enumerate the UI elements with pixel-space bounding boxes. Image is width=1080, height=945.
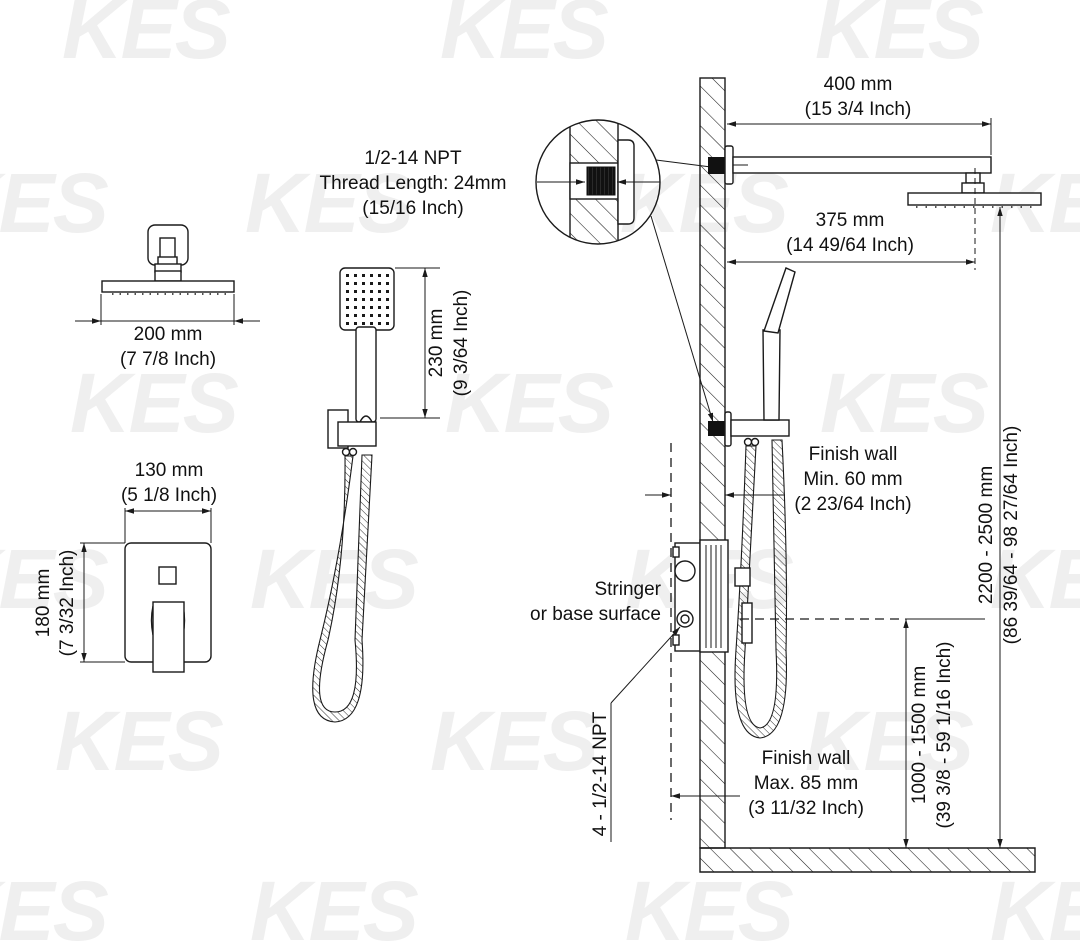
hand-shower-view: 230 mm (9 3/64 Inch) xyxy=(312,267,472,723)
watermark-logo: KES xyxy=(430,694,599,788)
thread-length-inch-label: (15/16 Inch) xyxy=(362,198,463,219)
watermark-logo: KES xyxy=(820,356,989,450)
arm-length-mm-label: 400 mm xyxy=(824,74,893,95)
wall-hand-shower-hose xyxy=(734,439,788,739)
shower-height-inch-label: (86 39/64 - 98 27/64 Inch) xyxy=(1001,426,1022,645)
watermark-logo: KES xyxy=(0,532,109,626)
shower-arm-assembly: 400 mm (15 3/4 Inch) 375 mm (14 49/64 In… xyxy=(708,74,1042,270)
watermark-logo: KES xyxy=(440,0,609,76)
hand-shower-length-inch-label: (9 3/64 Inch) xyxy=(451,290,472,397)
wall-hand-shower-assembly xyxy=(708,267,796,739)
valve-ports-label: 4 - 1/2-14 NPT xyxy=(590,711,611,836)
thread-length-label: Thread Length: 24mm xyxy=(320,173,507,194)
shower-height-mm-label: 2200 - 2500 mm xyxy=(976,466,997,604)
finish-wall-max-inch: (3 11/32 Inch) xyxy=(748,798,864,819)
valve-body-cartridge xyxy=(699,539,729,653)
installation-dimensions: Finish wall Min. 60 mm (2 23/64 Inch) St… xyxy=(530,207,1022,848)
shower-head-plate xyxy=(101,280,235,293)
valve-handle-side xyxy=(741,602,753,644)
hand-shower-holder xyxy=(337,421,377,447)
npt-thread-icon xyxy=(586,166,616,196)
valve-port-upper-icon xyxy=(674,560,696,582)
arm-wall-flange xyxy=(724,145,734,185)
watermark-logo: KES xyxy=(990,532,1080,626)
outlet-thread-connection-icon xyxy=(708,421,725,436)
finish-wall-min-inch: (2 23/64 Inch) xyxy=(794,494,911,515)
trim-width-mm-label: 130 mm xyxy=(135,460,204,481)
watermark-logo: KES xyxy=(245,156,414,250)
finish-wall-max-title: Finish wall xyxy=(762,748,851,769)
arm-thread-connection-icon xyxy=(708,157,725,174)
arm-length-inch-label: (15 3/4 Inch) xyxy=(805,99,912,120)
watermark-logo: KES xyxy=(55,694,224,788)
watermark-logo: KES xyxy=(815,0,984,76)
hand-shower-handle-side xyxy=(762,329,781,421)
hand-shower-length-mm-label: 230 mm xyxy=(426,309,447,378)
arm-center-mm-label: 375 mm xyxy=(816,210,885,231)
watermark-logo: KES xyxy=(625,864,794,945)
finish-wall-min-mm: Min. 60 mm xyxy=(803,469,902,490)
watermark-logo: KES xyxy=(0,864,109,945)
watermark-logo: KES xyxy=(250,864,419,945)
overhead-width-inch-label: (7 7/8 Inch) xyxy=(120,349,216,370)
valve-handle-lever xyxy=(152,601,185,673)
watermark-logo: KES xyxy=(990,864,1080,945)
watermark-logo: KES xyxy=(70,356,239,450)
valve-height-mm-label: 1000 - 1500 mm xyxy=(909,666,930,804)
watermark-logo: KES xyxy=(445,356,614,450)
hand-shower-head-side xyxy=(763,267,796,334)
watermark-logo: KES xyxy=(62,0,231,76)
watermark-logo: KES xyxy=(805,694,974,788)
stringer-label-line1: Stringer xyxy=(594,579,661,600)
magnified-detail-circle xyxy=(535,119,661,245)
arm-nut xyxy=(965,172,981,184)
hand-shower-handle xyxy=(355,326,377,423)
finish-wall xyxy=(699,77,726,849)
trim-width-inch-label: (5 1/8 Inch) xyxy=(121,485,217,506)
overhead-shower-front-view: 200 mm (7 7/8 Inch) xyxy=(75,224,260,370)
shower-arm xyxy=(732,156,992,174)
watermark-logo: KES xyxy=(0,156,109,250)
arm-ball-joint xyxy=(961,182,985,194)
valve-diverter-knob xyxy=(734,567,751,587)
finish-wall-max-mm: Max. 85 mm xyxy=(754,773,859,794)
overhead-width-mm-label: 200 mm xyxy=(134,324,203,345)
thread-spec-label: 1/2-14 NPT xyxy=(364,148,462,169)
stringer-label-line2: or base surface xyxy=(530,604,661,625)
trim-height-inch-label: (7 3/32 Inch) xyxy=(57,550,78,657)
hand-shower-hose xyxy=(312,454,373,723)
trim-height-mm-label: 180 mm xyxy=(33,569,54,638)
finish-wall-min-title: Finish wall xyxy=(809,444,898,465)
shower-head-connector xyxy=(159,237,176,259)
shower-head-collar xyxy=(154,270,182,282)
diverter-button-icon xyxy=(158,566,177,585)
thread-detail-callout: 1/2-14 NPT Thread Length: 24mm (15/16 In… xyxy=(320,119,714,423)
valve-trim-front-view: 130 mm (5 1/8 Inch) 180 mm (7 3/32 Inch) xyxy=(33,460,217,673)
floor xyxy=(699,847,1036,873)
valve-height-inch-label: (39 3/8 - 59 1/16 Inch) xyxy=(934,642,955,829)
arm-center-inch-label: (14 49/64 Inch) xyxy=(786,235,914,256)
wall-section xyxy=(699,77,1036,873)
hand-shower-nozzles-icon xyxy=(345,273,389,325)
hand-shower-holder-side xyxy=(730,419,790,437)
